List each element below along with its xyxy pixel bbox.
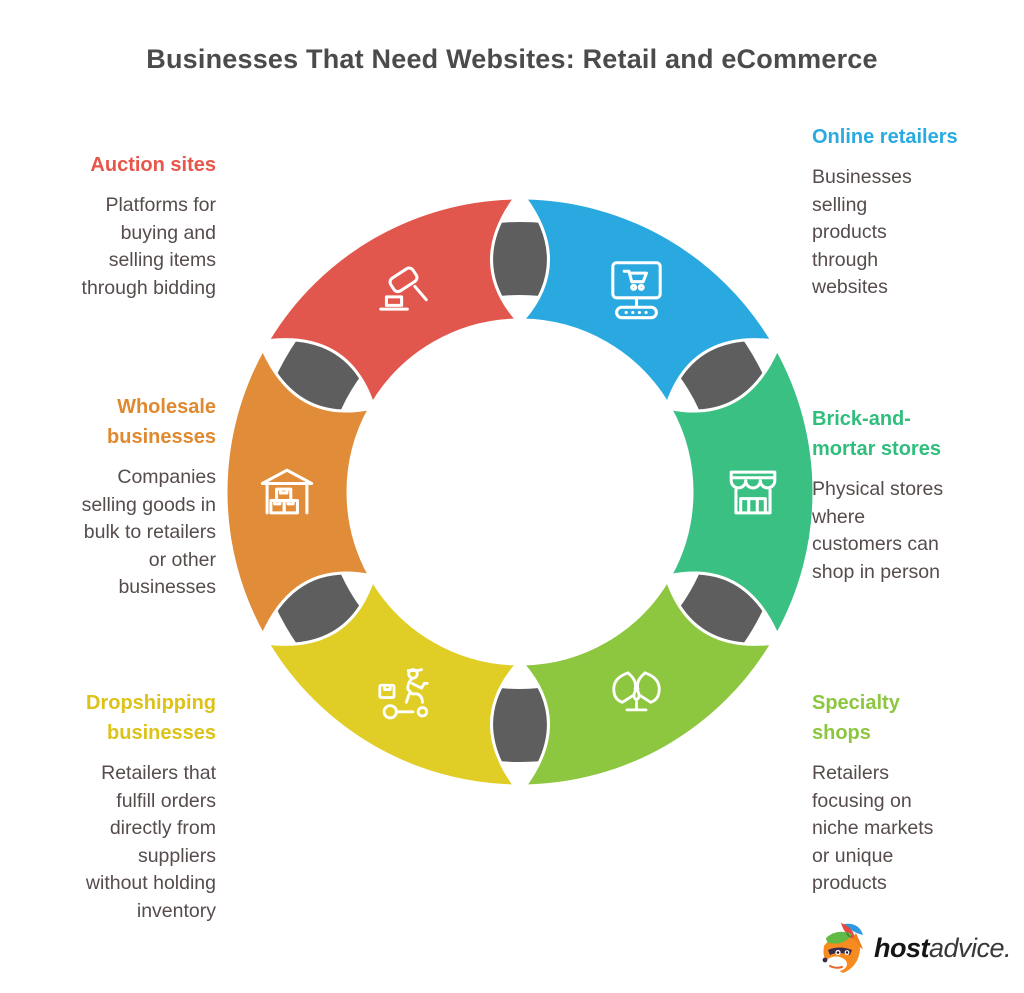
dropshipping-businesses-body: Retailers that fulfill orders directly f… — [85, 762, 216, 922]
specialty-shops-heading: Specialty shops — [812, 692, 900, 744]
hostadvice-logo: hostadvice. — [816, 920, 1012, 976]
online-retailers-body: Businesses selling products through webs… — [812, 166, 912, 298]
label-block-wholesale-businesses: Wholesale businesses Companies selling g… — [36, 392, 216, 602]
segment-specialty-shops — [521, 579, 774, 788]
segment-wholesale-businesses — [224, 347, 372, 637]
segment-dropshipping-businesses — [266, 579, 519, 788]
segment-brick-and-mortar-stores — [668, 347, 816, 637]
auction-sites-heading: Auction sites — [90, 154, 216, 176]
logo-text-host: host — [874, 932, 930, 963]
label-block-brick-and-mortar-stores: Brick-and- mortar stores Physical stores… — [812, 404, 1002, 586]
segment-online-retailers — [521, 196, 774, 405]
segment-auction-sites — [266, 196, 519, 405]
label-block-auction-sites: Auction sites Platforms for buying and s… — [36, 150, 216, 302]
wholesale-businesses-body: Companies selling goods in bulk to retai… — [81, 466, 216, 598]
page-title: Businesses That Need Websites: Retail an… — [146, 44, 878, 74]
fox-mascot-icon — [822, 923, 863, 973]
specialty-shops-body: Retailers focusing on niche markets or u… — [812, 762, 934, 894]
online-retailers-heading: Online retailers — [812, 126, 958, 148]
brick-and-mortar-stores-body: Physical stores where customers can shop… — [812, 478, 944, 583]
label-block-online-retailers: Online retailers Businesses selling prod… — [812, 122, 1002, 302]
auction-sites-body: Platforms for buying and selling items t… — [81, 194, 216, 299]
wholesale-businesses-heading: Wholesale businesses — [107, 396, 216, 448]
label-block-specialty-shops: Specialty shops Retailers focusing on ni… — [812, 688, 1002, 898]
label-block-dropshipping-businesses: Dropshipping businesses Retailers that f… — [36, 688, 216, 925]
logo-text-advice: advice. — [929, 932, 1012, 963]
dropshipping-businesses-heading: Dropshipping businesses — [86, 692, 216, 744]
logo-wordmark: hostadvice. — [874, 932, 1012, 964]
brick-and-mortar-stores-heading: Brick-and- mortar stores — [812, 408, 941, 460]
